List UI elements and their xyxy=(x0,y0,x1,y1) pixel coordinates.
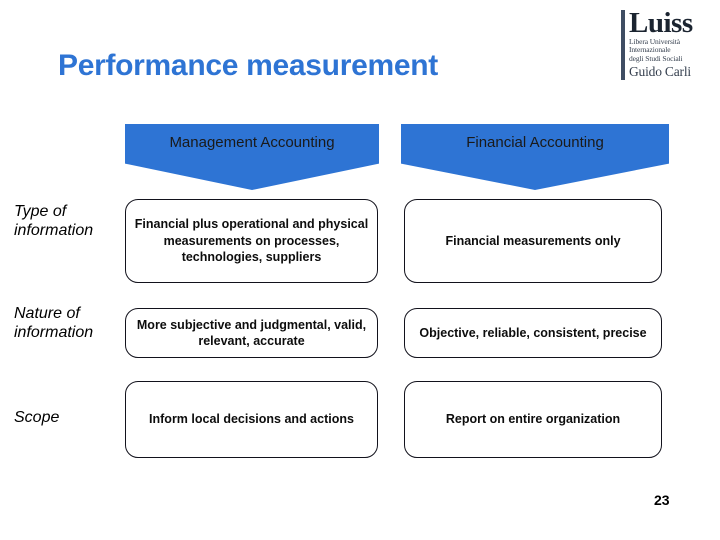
matrix-cell: Financial plus operational and physical … xyxy=(125,199,378,283)
matrix-cell: Report on entire organization xyxy=(404,381,662,458)
row-label-type-of-information: Type of information xyxy=(14,203,94,239)
logo-subtitle-line-1: Libera Università xyxy=(629,36,680,46)
matrix-cell: More subjective and judgmental, valid, r… xyxy=(125,308,378,358)
column-header-label-financial-accounting: Financial Accounting xyxy=(466,134,604,151)
logo-text-block: Luiss Libera Università Internazionale d… xyxy=(629,7,693,79)
matrix-cell: Financial measurements only xyxy=(404,199,662,283)
matrix-cell-text: Inform local decisions and actions xyxy=(149,412,354,427)
matrix-cell-text: More subjective and judgmental, valid, r… xyxy=(136,317,367,349)
matrix-cell: Objective, reliable, consistent, precise xyxy=(404,308,662,358)
column-header-label-management-accounting: Management Accounting xyxy=(169,134,335,151)
slide-page-number: 23 xyxy=(654,492,670,508)
logo-subtitle-line-3: degli Studi Sociali xyxy=(629,53,683,63)
matrix-cell: Inform local decisions and actions xyxy=(125,381,378,458)
row-label-nature-of-information: Nature of information xyxy=(14,305,94,341)
logo-wordmark: Luiss xyxy=(629,7,693,39)
logo-person-name: Guido Carli xyxy=(629,63,691,79)
matrix-cell-text: Report on entire organization xyxy=(445,412,621,427)
luiss-logo: Luiss Libera Università Internazionale d… xyxy=(621,7,713,86)
page-title: Performance measurement xyxy=(58,49,438,82)
matrix-cell-text: Financial measurements only xyxy=(445,233,621,248)
matrix-cell-text: Financial plus operational and physical … xyxy=(134,217,369,265)
logo-accent-bar xyxy=(621,10,625,80)
row-label-scope: Scope xyxy=(14,409,60,426)
logo-subtitle-line-2: Internazionale xyxy=(629,45,671,55)
matrix-cell-text: Objective, reliable, consistent, precise xyxy=(419,325,647,340)
